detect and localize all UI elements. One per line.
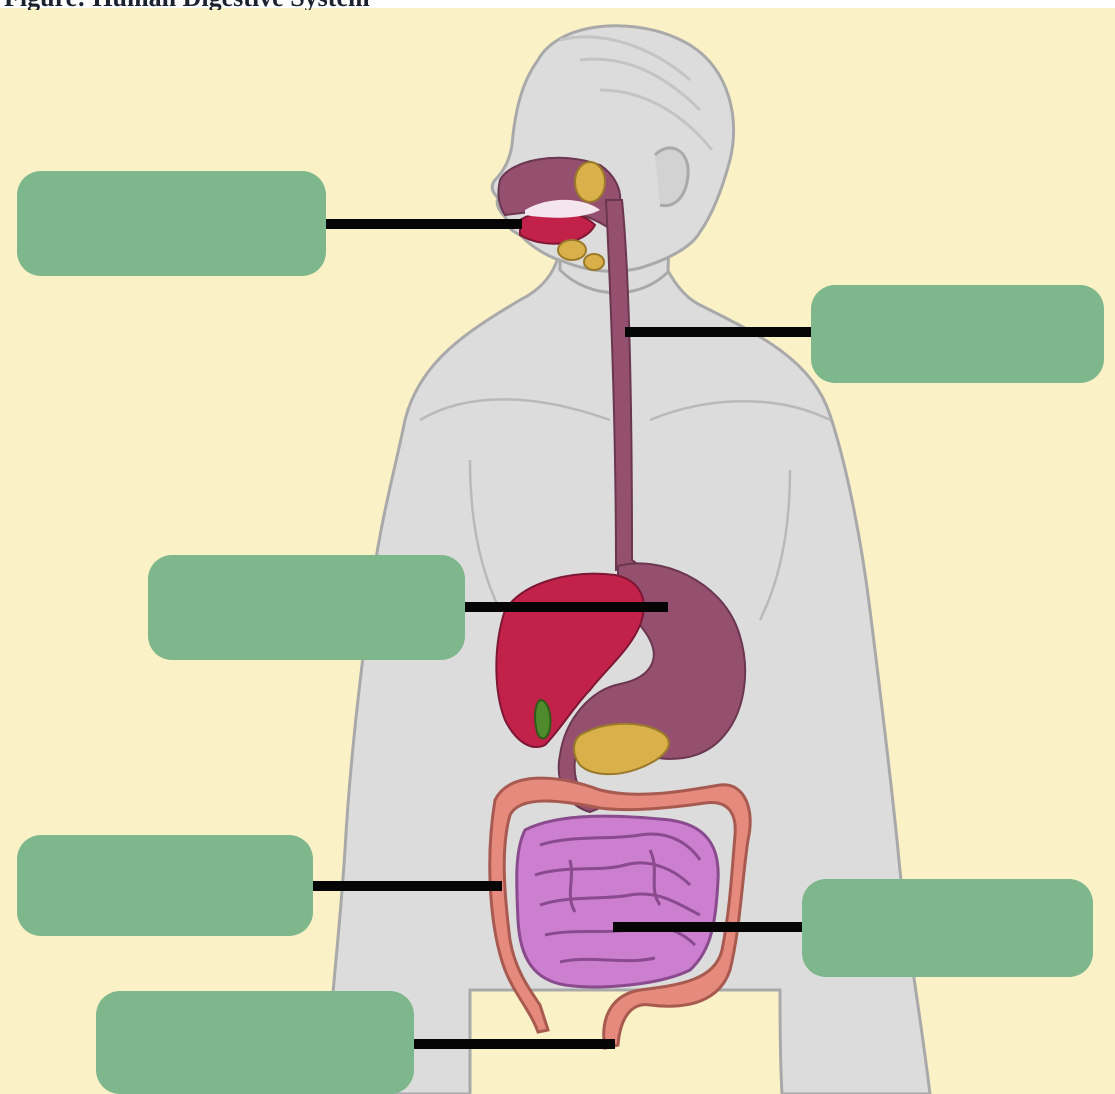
gallbladder — [535, 700, 550, 738]
figure-heading-strip: Figure: Human Digestive System — [0, 0, 600, 10]
label-box-esophagus[interactable] — [811, 285, 1104, 383]
label-box-large-intestine[interactable] — [17, 835, 313, 936]
label-box-small-intestine[interactable] — [802, 879, 1093, 977]
figure-heading: Figure: Human Digestive System — [4, 0, 370, 10]
label-box-rectum[interactable] — [96, 991, 414, 1094]
label-box-stomach[interactable] — [148, 555, 465, 660]
label-box-mouth[interactable] — [17, 171, 326, 276]
